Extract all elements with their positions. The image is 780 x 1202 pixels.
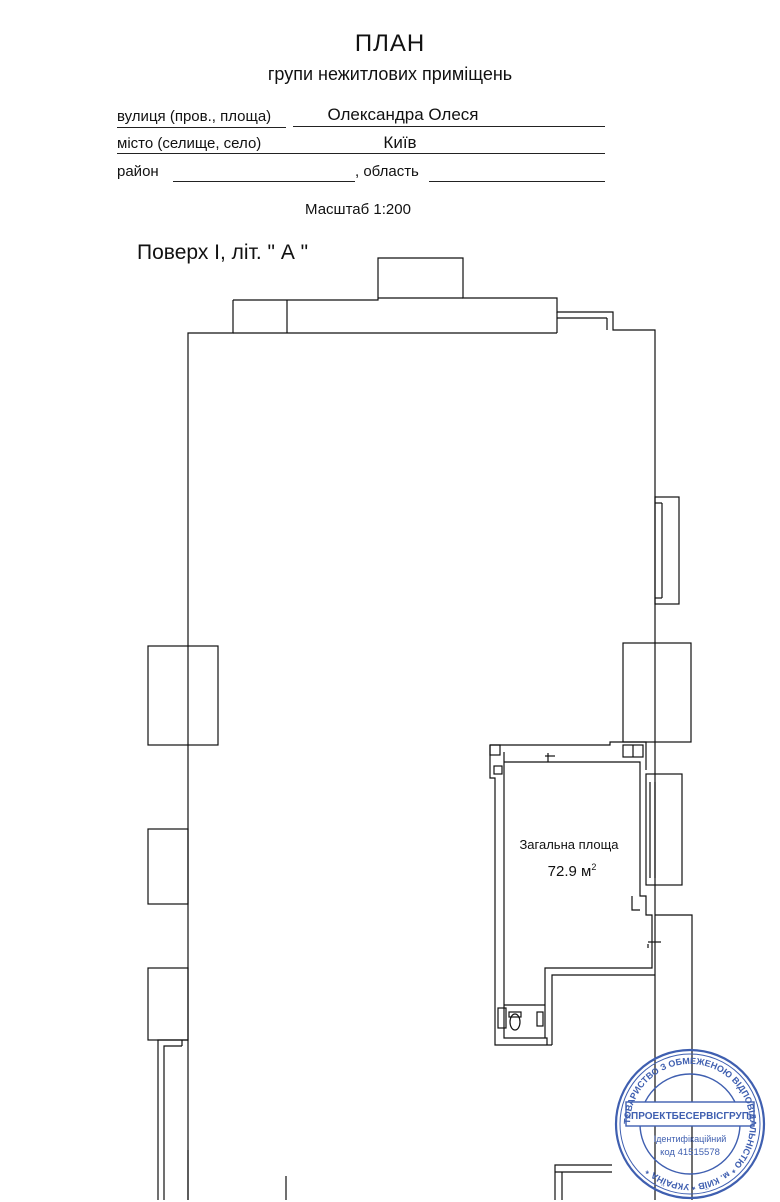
stamp-code: код 41515578: [660, 1147, 720, 1158]
left-wall: [187, 300, 234, 1200]
city-value: Київ: [383, 133, 417, 152]
city-value-line: [275, 153, 605, 154]
plan-subtitle: групи нежитлових приміщень: [267, 64, 513, 84]
stamp-company-name: «ПРОЕКТБЕСЕРВІСГРУП»: [625, 1111, 754, 1122]
stamp-id-label: Ідентифікаційний: [654, 1134, 727, 1144]
region-label: , область: [355, 163, 419, 180]
city-label: місто (селище, село): [117, 135, 262, 152]
street-value: Олександра Олеся: [327, 105, 479, 124]
region-value-line: [429, 181, 605, 182]
scale-note: Масштаб 1:200: [305, 201, 411, 218]
company-stamp-icon: ТОВАРИСТВО З ОБМЕЖЕНОЮ ВІДПОВІДАЛЬНІСТЮ …: [614, 1048, 766, 1200]
area-value: 72.9 м2: [532, 862, 612, 880]
main-outline: [233, 257, 656, 1200]
area-unit-sup: 2: [591, 862, 597, 872]
street-label-underline: [117, 127, 286, 128]
district-value-line: [173, 181, 355, 182]
area-number: 72.9 м: [547, 863, 592, 880]
floor-label: Поверх І, літ. " А ": [137, 241, 309, 264]
plan-title: ПЛАН: [354, 30, 426, 57]
city-label-underline: [117, 153, 275, 154]
room-outline: [490, 741, 647, 770]
street-value-line: [293, 126, 605, 127]
area-label: Загальна площа: [519, 837, 619, 852]
district-label: район: [117, 163, 159, 180]
street-label: вулиця (пров., площа): [117, 108, 272, 125]
